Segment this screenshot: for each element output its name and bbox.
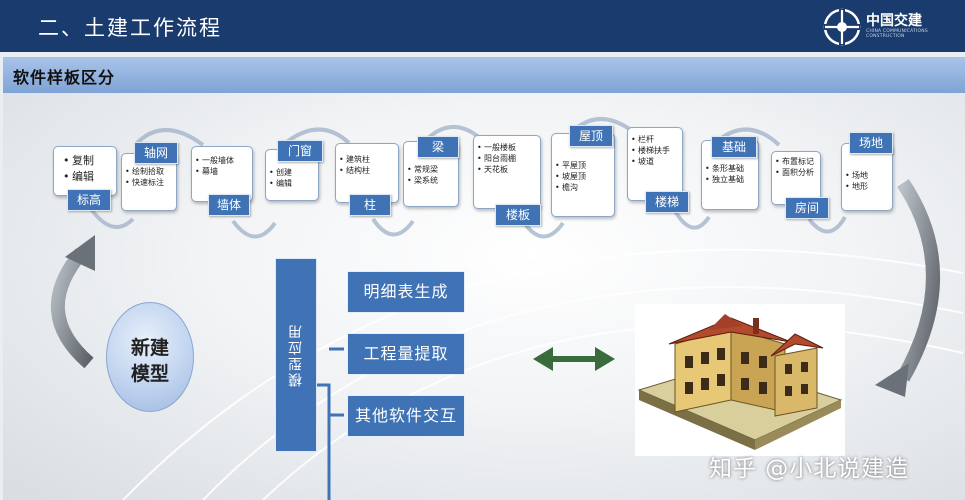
tag-site[interactable]: 场地 xyxy=(849,132,893,154)
card-slab[interactable]: 一般楼板 阳台雨棚 天花板 xyxy=(473,135,541,209)
list-item: 布置标记 xyxy=(775,156,820,167)
list-item: 结构柱 xyxy=(339,165,398,176)
list-item: 幕墙 xyxy=(195,166,252,177)
list-item: 一般楼板 xyxy=(477,142,540,153)
list-item: 檐沟 xyxy=(555,182,614,193)
list-item: 一般墙体 xyxy=(195,155,252,166)
list-item: 创建 xyxy=(269,167,318,178)
list-item: 栏杆 xyxy=(631,134,682,145)
card-wall[interactable]: 一般墙体 幕墙 xyxy=(191,146,253,202)
tag-wall[interactable]: 墙体 xyxy=(208,194,250,216)
list-item: 面积分析 xyxy=(775,167,820,178)
tag-stair[interactable]: 楼梯 xyxy=(645,191,689,213)
model-line1: 新建 xyxy=(130,337,169,359)
slide-title: 二、土建工作流程 xyxy=(38,16,222,40)
list-item: 场地 xyxy=(845,170,892,181)
new-model-circle[interactable]: 新建 模型 xyxy=(106,302,194,412)
card-roof[interactable]: 平屋顶 坡屋顶 檐沟 xyxy=(551,133,615,217)
list-item: 平屋顶 xyxy=(555,160,614,171)
list-item: 建筑柱 xyxy=(339,154,398,165)
option-quantity[interactable]: 工程量提取 xyxy=(347,333,465,375)
tag-column[interactable]: 柱 xyxy=(349,194,391,216)
model-application-label: 模型应用 xyxy=(288,323,304,387)
card-room[interactable]: 布置标记 面积分析 xyxy=(771,151,821,205)
tag-elevation[interactable]: 标高 xyxy=(67,189,111,211)
logo-english: CHINA COMMUNICATIONS CONSTRUCTION xyxy=(866,29,928,39)
tag-door-window[interactable]: 门窗 xyxy=(277,140,323,162)
cccc-logo-icon xyxy=(823,8,861,46)
logo-name: 中国交建 xyxy=(866,13,922,29)
model-application-box[interactable]: 模型应用 xyxy=(275,258,317,452)
list-item: 天花板 xyxy=(477,164,540,175)
list-item: 阳台雨棚 xyxy=(477,153,540,164)
list-item: 地形 xyxy=(845,181,892,192)
list-item: 独立基础 xyxy=(705,174,758,185)
model-line2: 模型 xyxy=(130,363,169,385)
tag-foundation[interactable]: 基础 xyxy=(711,136,757,158)
right-curve-arrow-icon xyxy=(875,363,909,397)
list-item: 坡道 xyxy=(631,156,682,167)
list-item: 快速标注 xyxy=(125,177,176,188)
card-column[interactable]: 建筑柱 结构柱 xyxy=(335,143,399,203)
section-title: 软件样板区分 xyxy=(13,68,116,87)
list-item: 楼梯扶手 xyxy=(631,145,682,156)
list-item: 绘制拾取 xyxy=(125,166,176,177)
tag-slab[interactable]: 楼板 xyxy=(495,204,541,226)
list-item: 复制 xyxy=(63,153,116,169)
list-item: 常规梁 xyxy=(407,164,458,175)
list-item: 梁系统 xyxy=(407,175,458,186)
building-model-image xyxy=(635,304,845,456)
tag-grid[interactable]: 轴网 xyxy=(134,142,178,164)
card-site[interactable]: 场地 地形 xyxy=(841,143,893,211)
list-item: 编辑 xyxy=(63,169,116,185)
option-interop[interactable]: 其他软件交互 xyxy=(347,395,465,437)
card-elevation[interactable]: 复制 编辑 xyxy=(53,146,117,196)
list-item: 编辑 xyxy=(269,178,318,189)
list-item: 条形基础 xyxy=(705,163,758,174)
list-item: 坡屋顶 xyxy=(555,171,614,182)
tag-beam[interactable]: 梁 xyxy=(417,136,459,158)
tag-room[interactable]: 房间 xyxy=(785,197,829,219)
card-foundation[interactable]: 条形基础 独立基础 xyxy=(701,140,759,210)
workflow-stage: 复制 编辑 标高 绘制拾取 快速标注 轴网 一般墙体 幕墙 墙体 创建 编辑 门… xyxy=(3,93,965,500)
section-bar: 软件样板区分 xyxy=(3,57,965,93)
tag-roof[interactable]: 屋顶 xyxy=(569,125,613,147)
watermark: 知乎 @小北说建造 xyxy=(709,456,910,482)
option-schedule[interactable]: 明细表生成 xyxy=(347,271,465,313)
title-bar: 二、土建工作流程 中国交建 CHINA COMMUNICATIONS CONST… xyxy=(0,0,965,52)
card-stair[interactable]: 栏杆 楼梯扶手 坡道 xyxy=(627,127,683,201)
